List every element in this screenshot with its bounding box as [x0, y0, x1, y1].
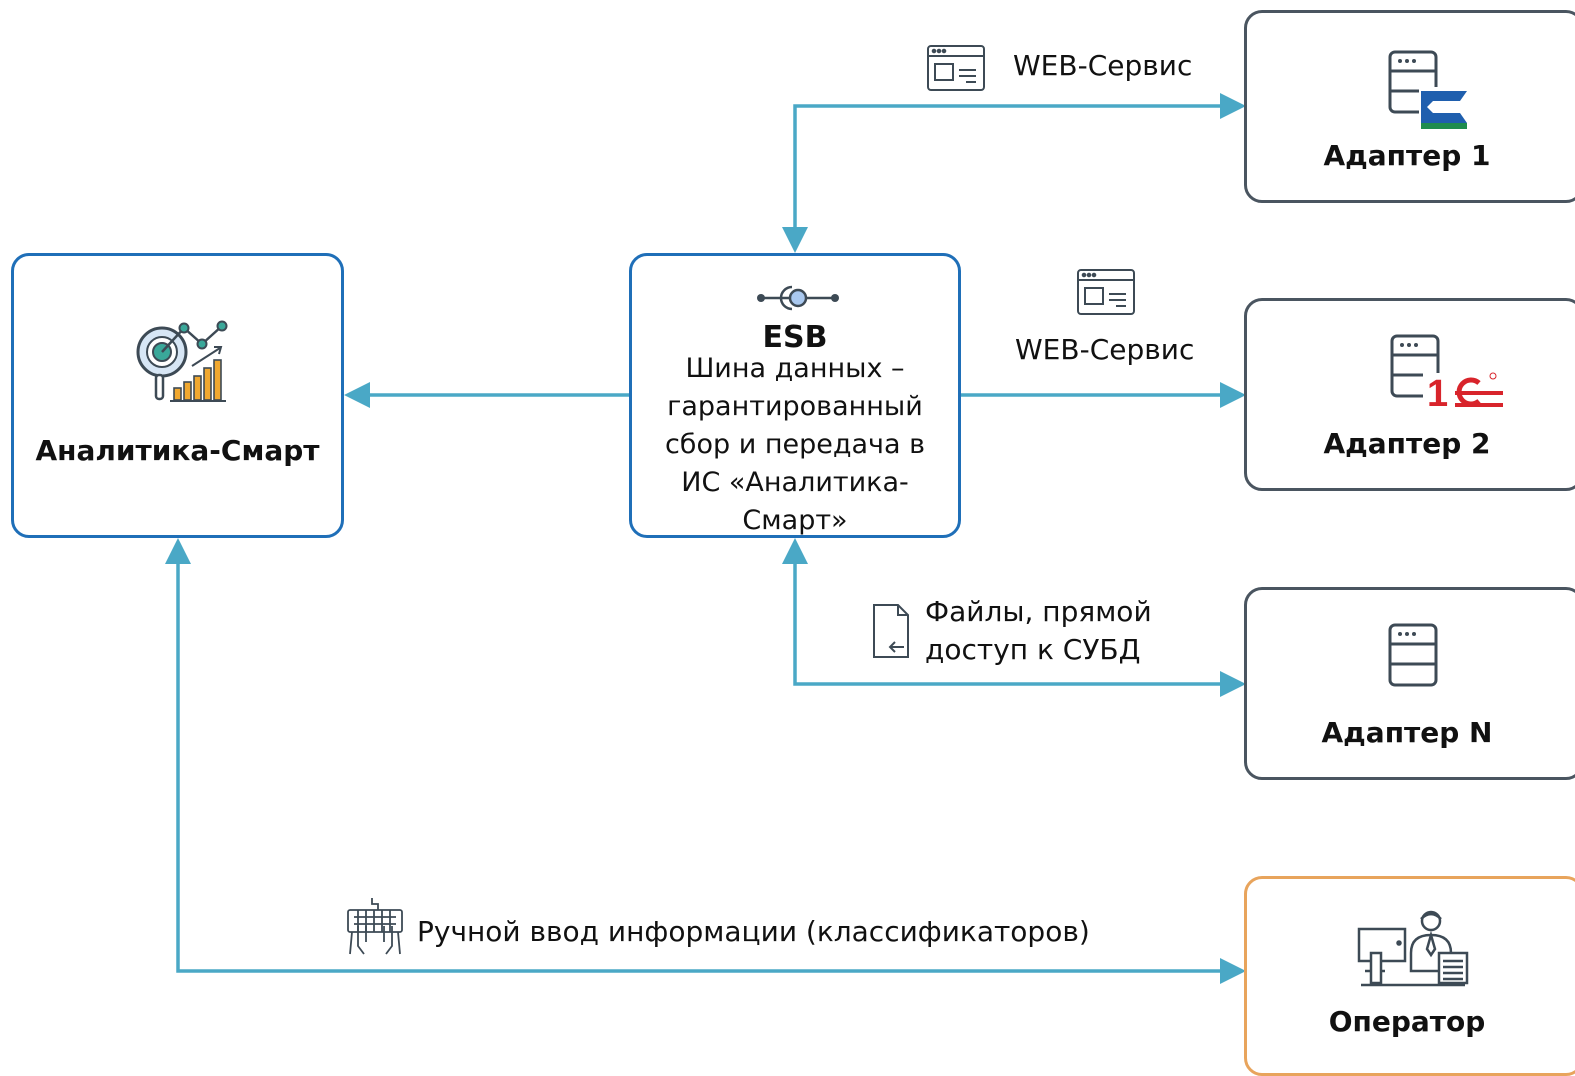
arrowhead-operator [1220, 958, 1246, 984]
bus-connector-icon [756, 284, 840, 316]
node-analytics[interactable]: Аналитика-Смарт [11, 253, 344, 538]
node-esb[interactable]: ESB Шина данных – гарантированный сбор и… [629, 253, 961, 538]
edge-analytics-operator [176, 562, 1222, 973]
node-analytics-title: Аналитика-Смарт [35, 434, 320, 467]
edge-esb-adapter1 [793, 104, 1222, 228]
keyboard-hands-icon [344, 896, 406, 960]
arrowhead-adapter2 [1220, 382, 1246, 408]
arrowhead-esb-top [782, 227, 808, 253]
node-esb-title: ESB [762, 320, 828, 355]
node-esb-description: Шина данных – гарантированный сбор и пер… [664, 353, 926, 536]
arrowhead-analytics [344, 382, 370, 408]
file-import-icon [870, 603, 912, 663]
browser-window-icon [926, 44, 986, 96]
server-1c-icon: 1 [1389, 333, 1509, 417]
node-adapterN[interactable]: Адаптер N [1244, 587, 1575, 780]
node-adapterN-title: Адаптер N [1321, 716, 1493, 749]
operator-workstation-icon [1355, 909, 1471, 997]
arrowhead-esb-bottom [782, 538, 808, 564]
node-adapter2-title: Адаптер 2 [1323, 427, 1491, 460]
arrowhead-adapterN [1220, 671, 1246, 697]
edge-esb-adapterN [793, 562, 1222, 686]
node-adapter1[interactable]: Адаптер 1 [1244, 10, 1575, 203]
arrowhead-adapter1 [1220, 93, 1246, 119]
analytics-magnifier-chart-icon [132, 318, 228, 408]
edge-label-files-db: Файлы, прямой доступ к СУБД [925, 595, 1152, 666]
node-operator-title: Оператор [1328, 1005, 1486, 1038]
node-adapter2[interactable]: 1 Адаптер 2 [1244, 298, 1575, 491]
edge-label-manual-input: Ручной ввод информации (классификаторов) [417, 915, 1090, 948]
node-operator[interactable]: Оператор [1244, 876, 1575, 1076]
server-kontur-icon [1387, 49, 1471, 135]
browser-window-icon [1076, 268, 1136, 320]
svg-text:1: 1 [1427, 373, 1448, 413]
server-icon [1387, 622, 1439, 692]
edge-label-web-service-1: WEB-Сервис [1013, 49, 1193, 82]
edge-label-web-service-2: WEB-Сервис [1015, 333, 1195, 366]
arrowhead-analytics-bottom [165, 538, 191, 564]
node-adapter1-title: Адаптер 1 [1323, 139, 1491, 172]
